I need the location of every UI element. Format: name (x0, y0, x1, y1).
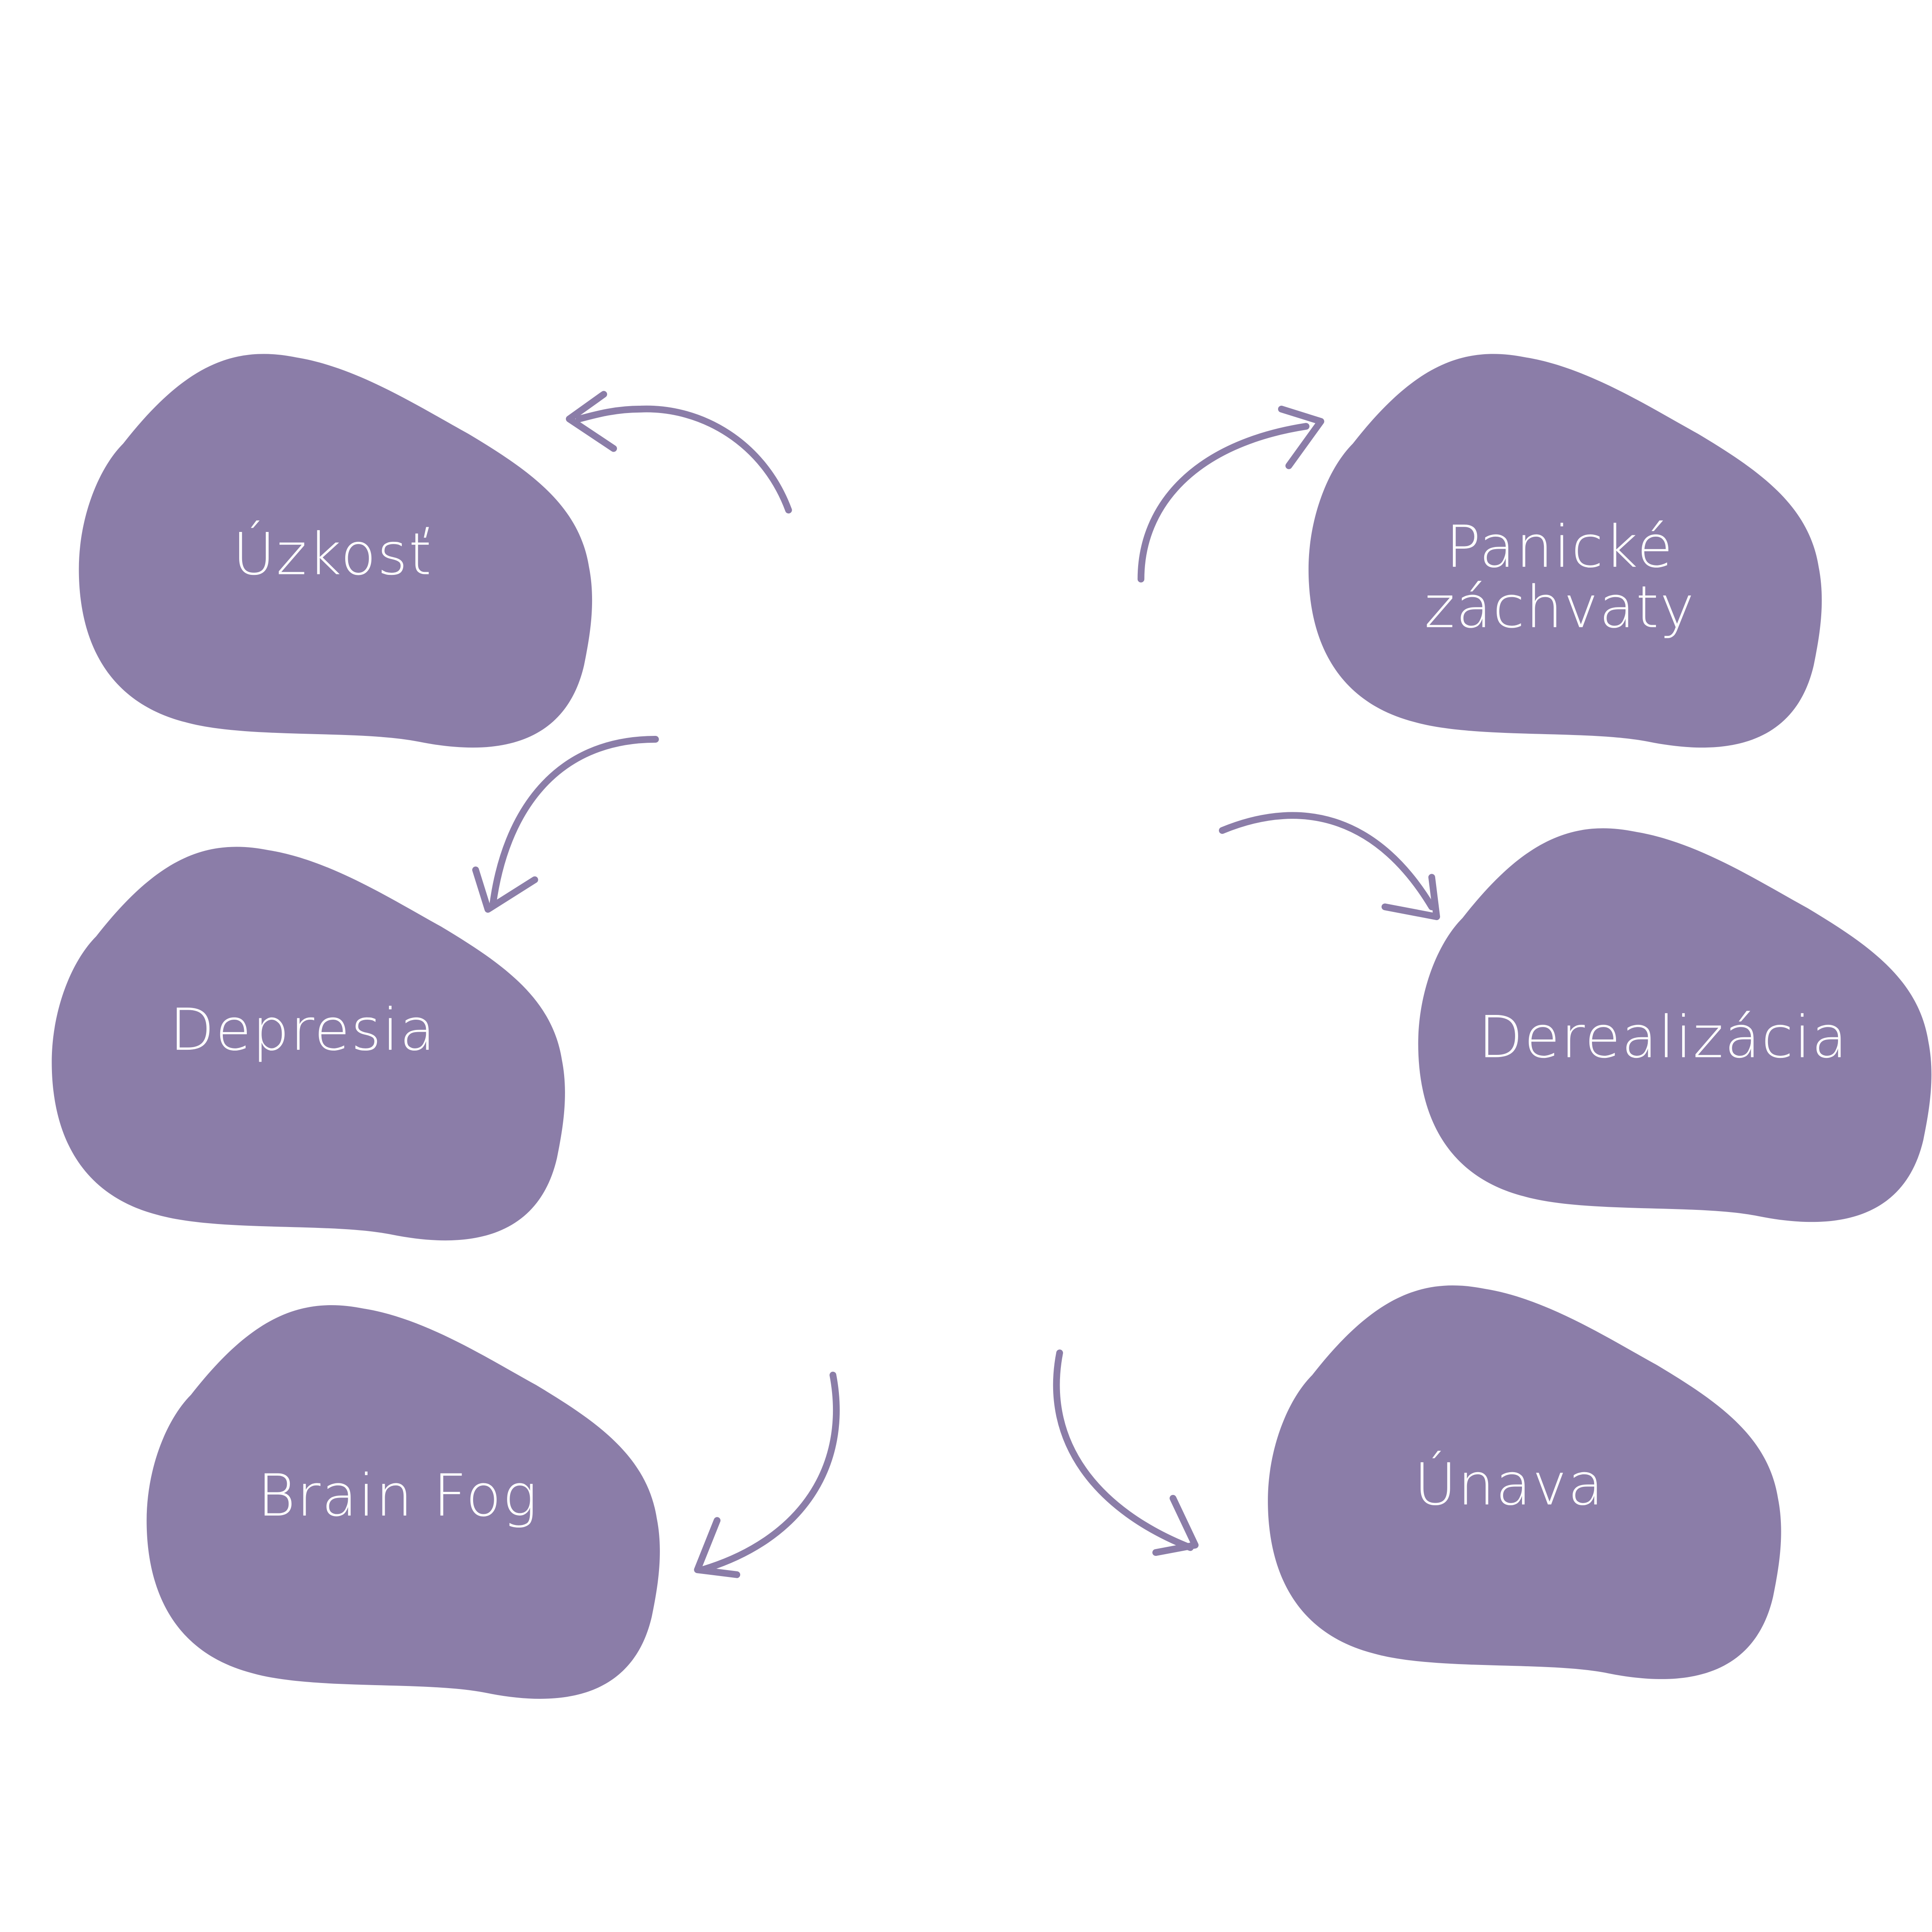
node-label: Derealizácia (1478, 1003, 1848, 1071)
node-label: Brain Fog (258, 1462, 538, 1529)
node-unava: Únava (1268, 1285, 1781, 1679)
arrow-shaft (1053, 1349, 1194, 1551)
arrow-to-uzkost (566, 391, 792, 514)
arrow-to-unava (1053, 1349, 1199, 1556)
arrow-to-depresia (472, 736, 659, 913)
node-label-line1: Panické (1446, 513, 1674, 580)
node-brain-fog: Brain Fog (146, 1305, 660, 1699)
arrow-shaft (1219, 812, 1435, 911)
arrow-to-brain-fog (694, 1371, 840, 1578)
arrow-shaft (575, 405, 792, 514)
node-panicke-zachvaty: Panické záchvaty (1308, 354, 1822, 748)
arrow-head (566, 391, 617, 452)
node-label: Depresia (170, 996, 436, 1063)
arrow-head (472, 866, 538, 913)
arrow-to-panicke-zachvaty (1137, 405, 1324, 583)
node-label: Únava (1414, 1450, 1605, 1518)
arrow-to-derealizacia (1219, 812, 1440, 920)
arrow-head (1152, 1495, 1199, 1556)
arrow-shaft (699, 1371, 840, 1574)
node-derealizacia: Derealizácia (1418, 828, 1932, 1222)
arrow-shaft (1137, 423, 1309, 583)
node-depresia: Depresia (52, 847, 565, 1241)
arrow-head (1381, 874, 1440, 920)
node-label: Úzkosť (233, 520, 433, 588)
arrow-head (1278, 405, 1324, 469)
node-label-line2: záchvaty (1425, 574, 1695, 641)
arrow-shaft (489, 736, 659, 908)
node-uzkost: Úzkosť (79, 354, 592, 748)
arrow-head (694, 1517, 741, 1578)
